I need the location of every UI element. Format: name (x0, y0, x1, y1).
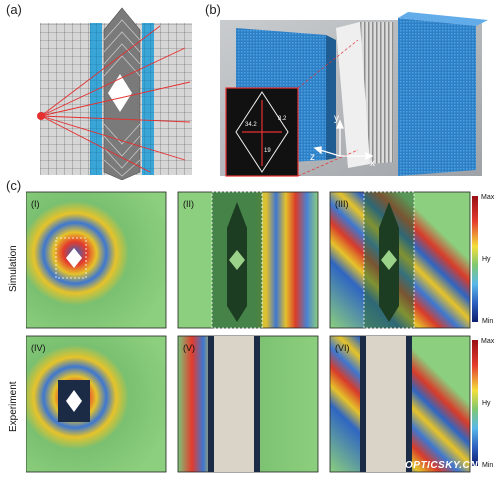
axis-x-label: x (370, 158, 375, 169)
colorbar-simulation (472, 196, 478, 322)
field-map-grid (26, 191, 478, 473)
axis-y-label: y (334, 113, 339, 124)
colorbar-exp-min: Min (482, 462, 494, 469)
panel-b-render: 34.2 8.2 19 y x z (220, 12, 488, 177)
subpanel-label-II: (II) (183, 199, 194, 209)
panel-b-label: (b) (205, 2, 221, 17)
row-label-experiment: Experiment (8, 381, 19, 432)
subpanel-I (26, 191, 167, 329)
panel-a-label: (a) (6, 2, 22, 17)
subpanel-IV (26, 335, 167, 473)
subpanel-label-V: (V) (183, 343, 195, 353)
subpanel-III (329, 191, 471, 329)
panel-a-schematic (37, 7, 192, 180)
watermark: OPTICSKY.CN (405, 460, 478, 471)
subpanel-label-I: (I) (31, 199, 40, 209)
row-label-simulation: Simulation (8, 245, 19, 292)
axis-z-label: z (310, 152, 315, 163)
subpanel-label-III: (III) (335, 199, 349, 209)
colorbar-sim-max: Max (481, 194, 495, 201)
subpanel-V (177, 335, 319, 473)
colorbar-sim-mid: Hy (482, 256, 491, 263)
inset-value-1: 34.2 (245, 122, 257, 128)
subpanel-II (177, 191, 319, 329)
inset-value-3: 19 (264, 148, 271, 154)
subpanel-label-IV: (IV) (31, 343, 46, 353)
colorbar-experiment (472, 340, 478, 466)
colorbar-exp-max: Max (481, 338, 495, 345)
colorbar-sim-min: Min (482, 318, 494, 325)
subpanel-VI (329, 335, 471, 473)
subpanel-label-VI: (VI) (335, 343, 350, 353)
inset-value-2: 8.2 (278, 116, 287, 122)
colorbar-exp-mid: Hy (482, 400, 491, 407)
panel-c-label: (c) (6, 178, 22, 193)
